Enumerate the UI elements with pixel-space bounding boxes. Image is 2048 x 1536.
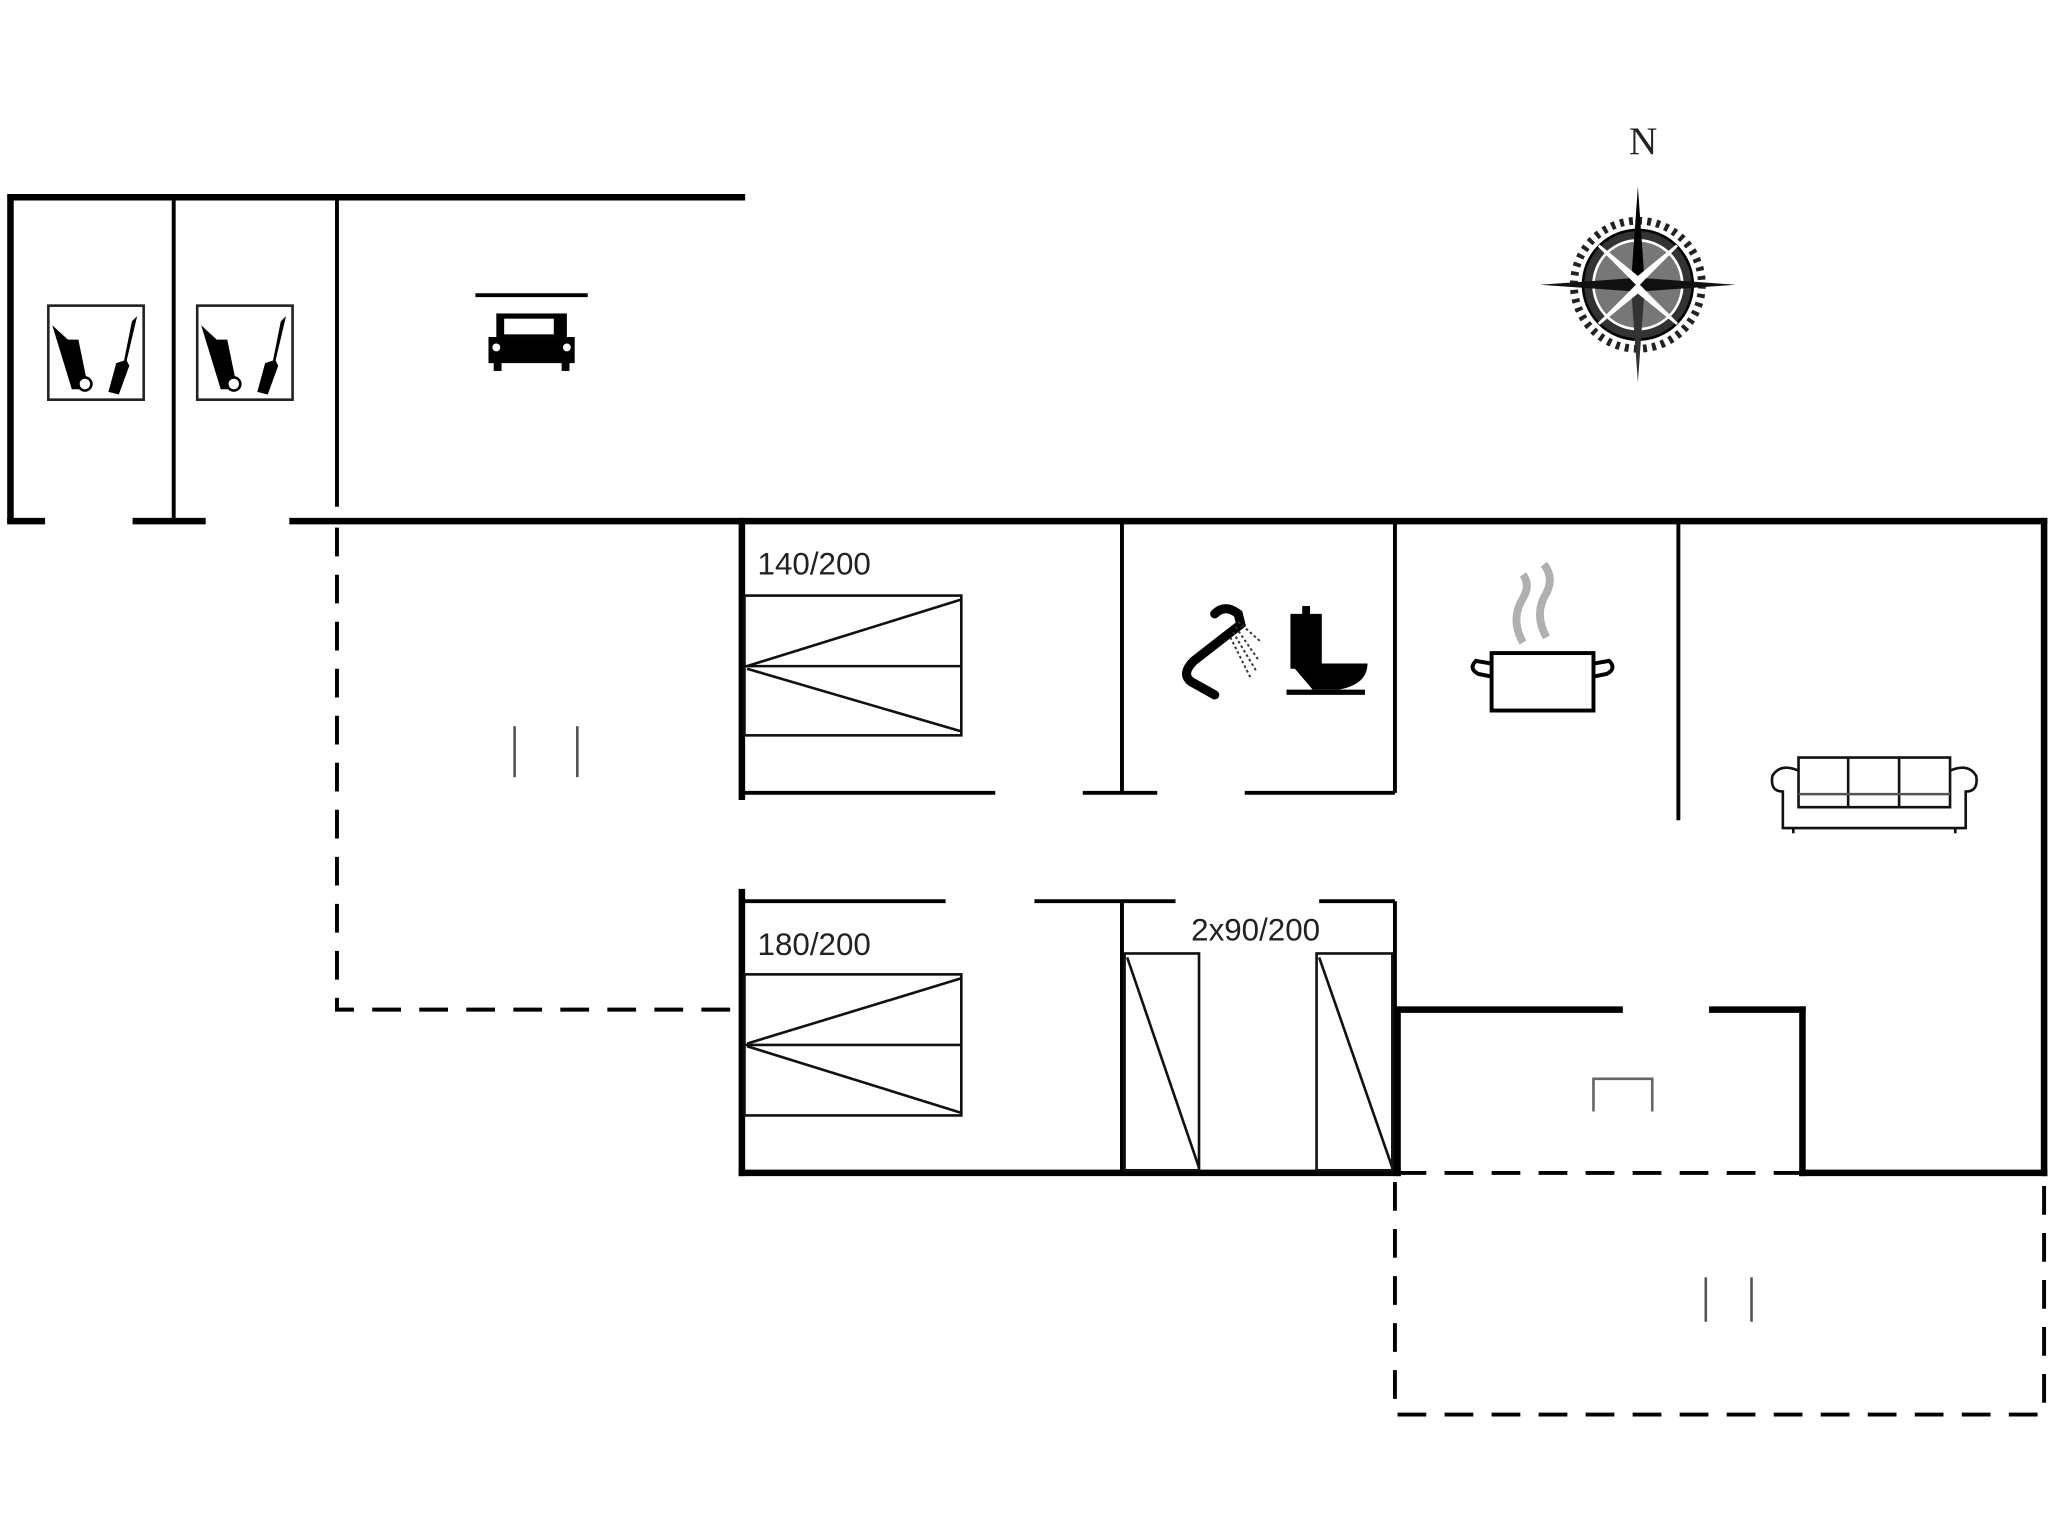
north-label: N xyxy=(1629,120,1657,163)
bed-size-label: 2x90/200 xyxy=(1191,912,1320,947)
single-bed-icon xyxy=(1123,952,1201,1172)
door-mat-icon xyxy=(1592,1077,1654,1112)
house-walls xyxy=(289,517,2048,1177)
entry xyxy=(1592,1077,1654,1112)
sofa-icon xyxy=(1770,756,1978,834)
carport-icon xyxy=(475,293,588,371)
bedroom-2: 180/200 xyxy=(743,927,963,1117)
compass: N xyxy=(1539,120,1736,383)
terrace-west xyxy=(335,527,737,1012)
terrace-south xyxy=(1392,1170,2047,1417)
outbuilding xyxy=(7,193,746,525)
tool-shed-icon xyxy=(47,304,145,401)
double-bed-icon xyxy=(743,594,963,737)
living-room xyxy=(1770,756,1978,834)
toilet-icon xyxy=(1286,606,1368,695)
bedroom-1: 140/200 xyxy=(743,547,963,737)
cooking-pot-icon xyxy=(1470,561,1615,713)
compass-rose-icon xyxy=(1539,186,1736,383)
kitchen xyxy=(1470,561,1615,713)
bed-size-label: 140/200 xyxy=(758,547,871,582)
bathroom xyxy=(1182,604,1368,700)
double-bed-icon xyxy=(743,973,963,1117)
single-bed-icon xyxy=(1315,952,1394,1172)
bed-size-label: 180/200 xyxy=(758,927,871,962)
tool-shed-icon xyxy=(195,304,294,401)
bedroom-3: 2x90/200 xyxy=(1123,912,1394,1172)
shower-icon xyxy=(1182,604,1263,700)
